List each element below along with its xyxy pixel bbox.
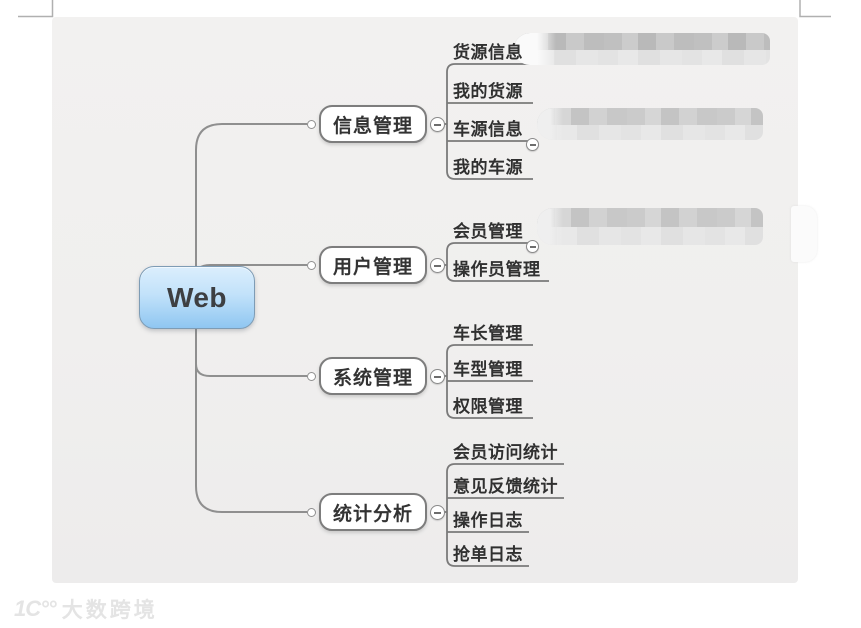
branch-node-system-management[interactable]: 系统管理 — [319, 357, 427, 395]
child-topic[interactable]: 车源信息 — [453, 120, 523, 139]
watermark-text: 大数跨境 — [61, 599, 158, 622]
mosaic-row — [514, 33, 770, 50]
edge-overlay — [791, 206, 817, 262]
mosaic-lead — [537, 108, 563, 140]
child-topic[interactable]: 我的车源 — [453, 158, 523, 177]
collapse-icon[interactable] — [430, 369, 445, 384]
root-node-web[interactable]: Web — [139, 266, 255, 329]
connection-dot-icon — [307, 120, 316, 129]
mosaic-row — [514, 49, 770, 65]
connection-dot-icon — [307, 372, 316, 381]
collapse-icon[interactable] — [526, 240, 539, 253]
child-topic[interactable]: 车型管理 — [453, 360, 523, 379]
branch-label: 系统管理 — [332, 367, 413, 389]
branch-label: 统计分析 — [332, 503, 413, 525]
branch-label: 信息管理 — [332, 115, 413, 137]
child-topic[interactable]: 车长管理 — [453, 324, 523, 343]
branch-node-statistics[interactable]: 统计分析 — [319, 493, 427, 531]
child-topic[interactable]: 操作日志 — [453, 511, 523, 530]
branch-node-info-management[interactable]: 信息管理 — [319, 105, 427, 143]
redacted-region-2 — [537, 108, 763, 140]
mosaic-row — [537, 227, 763, 245]
redacted-region-1 — [514, 33, 770, 65]
connection-dot-icon — [307, 508, 316, 517]
collapse-icon[interactable] — [526, 138, 539, 151]
redacted-region-3 — [537, 208, 763, 245]
child-topic[interactable]: 我的货源 — [453, 82, 523, 101]
mosaic-row — [537, 124, 763, 140]
branch-label: 用户管理 — [332, 256, 413, 278]
child-topic[interactable]: 抢单日志 — [453, 545, 523, 564]
collapse-icon[interactable] — [430, 258, 445, 273]
root-label: Web — [166, 281, 228, 313]
connection-dot-icon — [307, 261, 316, 270]
mosaic-row — [537, 208, 763, 228]
mosaic-lead — [514, 33, 556, 65]
crop-artifact-topright — [799, 0, 831, 18]
watermark-logo-icon: 1C°° — [14, 596, 57, 621]
child-topic[interactable]: 会员访问统计 — [453, 443, 558, 462]
collapse-icon[interactable] — [430, 505, 445, 520]
watermark: 1C°° 大数跨境 — [14, 594, 158, 624]
child-topic[interactable]: 意见反馈统计 — [453, 477, 558, 496]
mosaic-row — [537, 108, 763, 125]
child-topic[interactable]: 权限管理 — [453, 397, 523, 416]
child-topic[interactable]: 货源信息 — [453, 43, 523, 62]
crop-artifact-topleft — [18, 0, 54, 18]
collapse-icon[interactable] — [430, 117, 445, 132]
child-topic[interactable]: 会员管理 — [453, 222, 523, 241]
branch-node-user-management[interactable]: 用户管理 — [319, 246, 427, 284]
child-topic[interactable]: 操作员管理 — [453, 260, 541, 279]
mosaic-lead — [537, 208, 563, 245]
